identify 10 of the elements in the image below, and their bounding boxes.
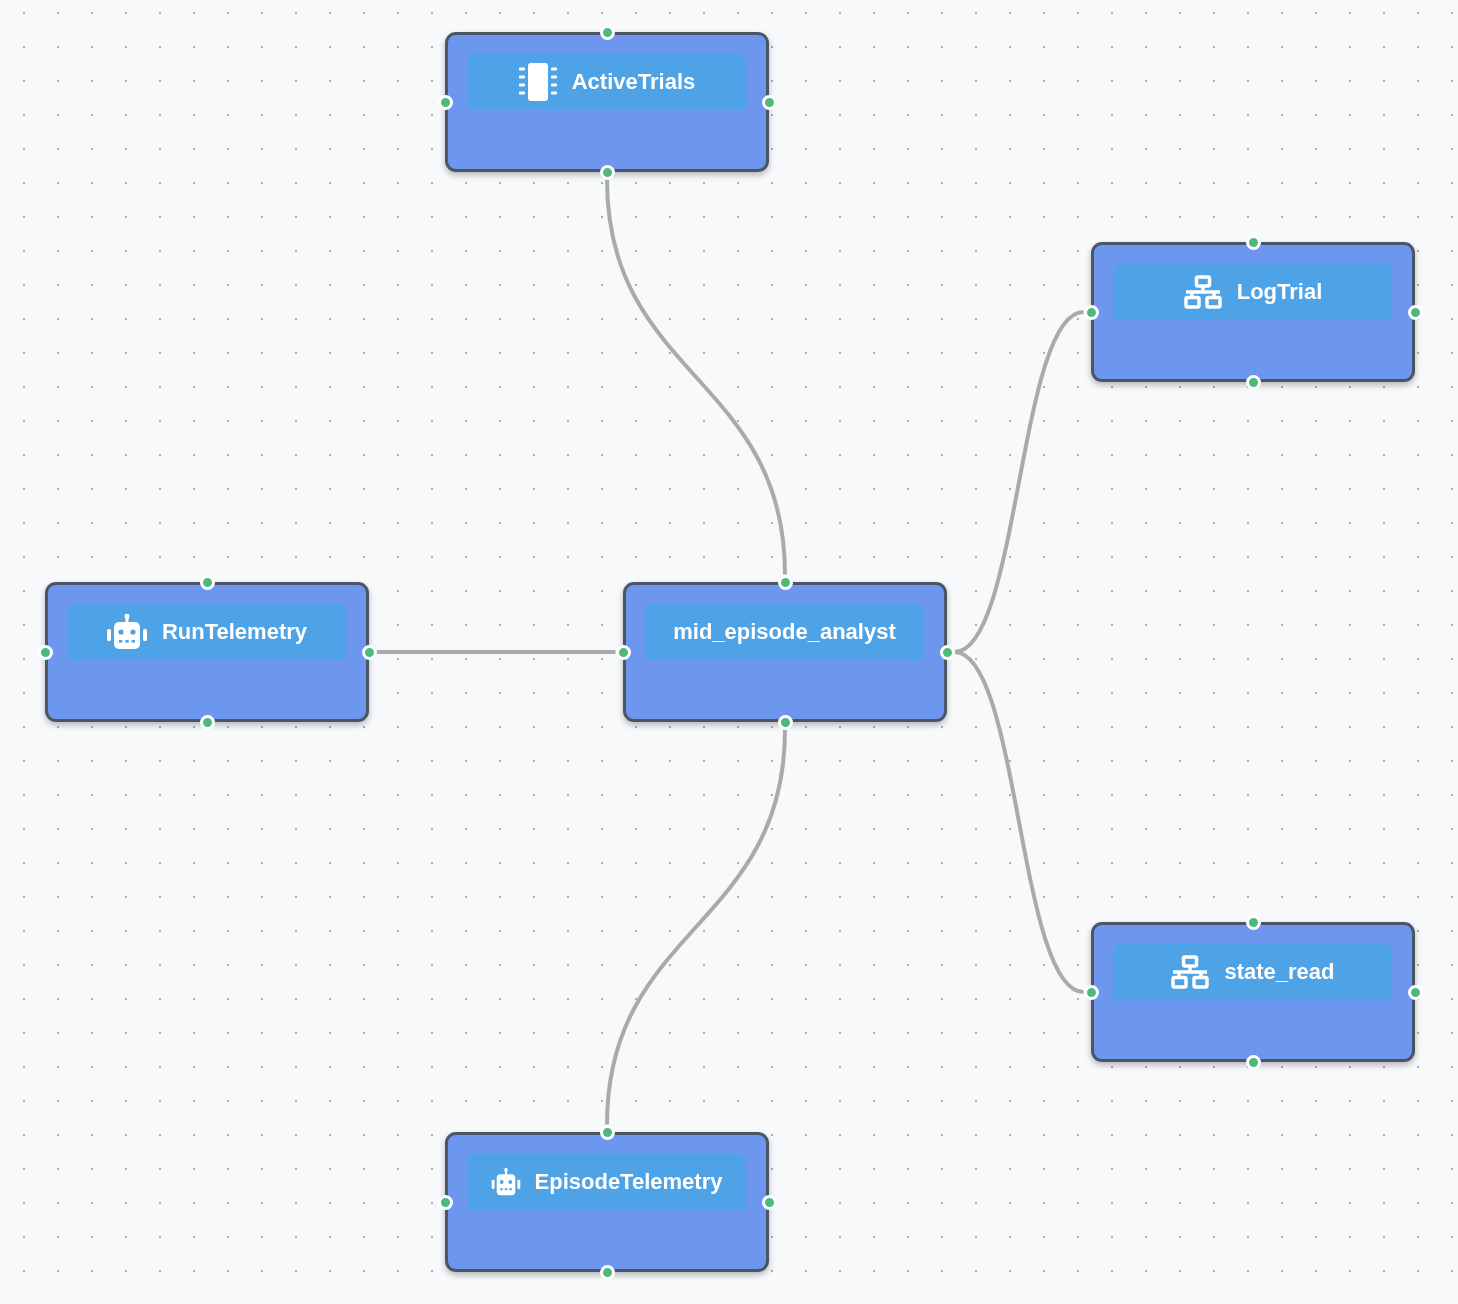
node-label: LogTrial [1236,278,1323,305]
node-label: EpisodeTelemetry [534,1168,723,1195]
node-label: state_read [1224,958,1335,985]
connector-line [953,650,1085,994]
node-label: RunTelemetry [161,618,308,645]
node-label: ActiveTrials [571,68,696,95]
connector-line [605,179,787,575]
node-label: mid_episode_analyst [673,618,896,645]
connector-line [376,650,616,654]
connector-line [605,729,787,1125]
